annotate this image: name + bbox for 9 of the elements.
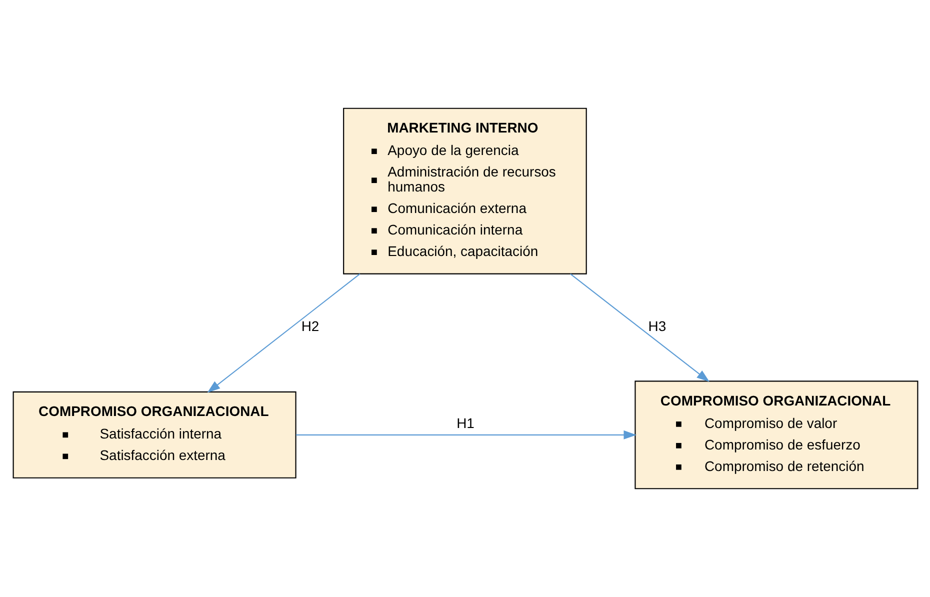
edge-label: H1 (456, 414, 474, 431)
node-box: COMPROMISO ORGANIZACIONAL Satisfacción interna Satisfacción externa (12, 391, 296, 478)
arrow (206, 274, 360, 393)
node-box: COMPROMISO ORGANIZACIONAL Compromiso de valor Compromiso de esfuerzo Compromiso de retención (634, 380, 918, 490)
node-box: MARKETING INTERNO Apoyo de la gerencia Administración de recursos humanos Comunicación externa Comunicación interna Educación, capacitación (342, 108, 586, 274)
arrow (296, 430, 636, 440)
edge-label: H2 (300, 318, 319, 334)
arrow (570, 274, 710, 382)
edge-label: H3 (648, 318, 666, 334)
